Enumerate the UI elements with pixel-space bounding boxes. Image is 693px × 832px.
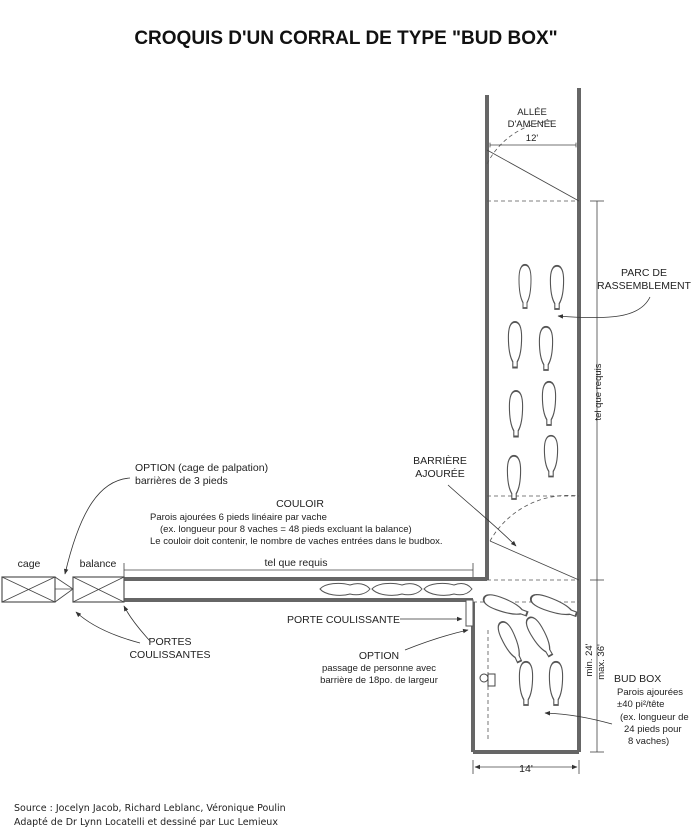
portes-label-2: COULISSANTES (129, 649, 210, 661)
portes-arrow-2 (123, 605, 151, 642)
balance-label: balance (80, 558, 117, 570)
source-line-1: Source : Jocelyn Jacob, Richard Leblanc,… (14, 803, 286, 814)
option-arrow (404, 628, 469, 651)
cows-bud-box (480, 590, 580, 706)
sliding-door (465, 599, 474, 627)
couloir-title: COULOIR (276, 498, 324, 510)
barriere-label-2: AJOURÉE (415, 467, 465, 480)
budbox-width-dimension (472, 760, 580, 774)
source-line-2: Adapté de Dr Lynn Locatelli et dessiné p… (14, 817, 278, 828)
cows-gathering-pen (506, 263, 565, 500)
portes-arrow-1 (75, 611, 141, 644)
alley-walls (471, 88, 581, 754)
budbox-text-3: (ex. longueur de (620, 712, 689, 723)
couloir-text-2: (ex. longueur pour 8 vaches = 48 pieds e… (160, 524, 412, 535)
option-cage-arrow (63, 477, 131, 575)
option-cage-label-1: OPTION (cage de palpation) (135, 462, 268, 474)
budbox-text-5: 8 vaches) (628, 736, 669, 747)
allee-width-label: 12' (526, 133, 539, 144)
couloir-text-3: Le couloir doit contenir, le nombre de v… (150, 536, 443, 547)
chute-length-label: tel que requis (264, 557, 327, 569)
budbox-length-dimension (590, 580, 604, 753)
person-icon (479, 673, 496, 687)
budbox-text-1: Parois ajourées (617, 687, 683, 698)
parc-label-2: RASSEMBLEMENT (597, 280, 692, 292)
parc-arrow (557, 296, 651, 319)
porte-coulissante-label: PORTE COULISSANTE (287, 614, 400, 626)
cows-chute (319, 582, 473, 596)
parc-label-1: PARC DE (621, 267, 667, 279)
option-text-2: barrière de 18po. de largeur (320, 675, 438, 686)
couloir-text-1: Parois ajourées 6 pieds linéaire par vac… (150, 512, 327, 523)
budbox-arrow (544, 710, 613, 725)
max-length-label: max. 36' (596, 644, 607, 680)
page-title: CROQUIS D'UN CORRAL DE TYPE "BUD BOX" (134, 28, 557, 49)
budbox-text-4: 24 pieds pour (624, 724, 682, 735)
chute-walls (124, 577, 487, 602)
allee-label-2: D'AMENÉE (508, 119, 557, 130)
palpation-gate (54, 576, 74, 603)
pen-length-label: tel que requis (593, 363, 604, 420)
barriere-label-1: BARRIÈRE (413, 454, 467, 467)
budbox-text-2: ±40 pi²/tête (617, 699, 664, 710)
balance-box (72, 576, 125, 603)
allee-label-1: ALLÉE (517, 107, 547, 118)
chute-length-dimension (123, 563, 474, 577)
budbox-width-label: 14' (519, 763, 533, 775)
option-cage-label-2: barrières de 3 pieds (135, 475, 228, 487)
cage-label: cage (18, 558, 41, 570)
option-text-1: passage de personne avec (322, 663, 436, 674)
portes-label-1: PORTES (149, 636, 192, 648)
budbox-title: BUD BOX (614, 673, 661, 685)
barriere-arrow (447, 484, 517, 547)
cage-box (1, 576, 56, 603)
min-length-label: min. 24' (584, 643, 595, 676)
option-title: OPTION (359, 650, 399, 662)
